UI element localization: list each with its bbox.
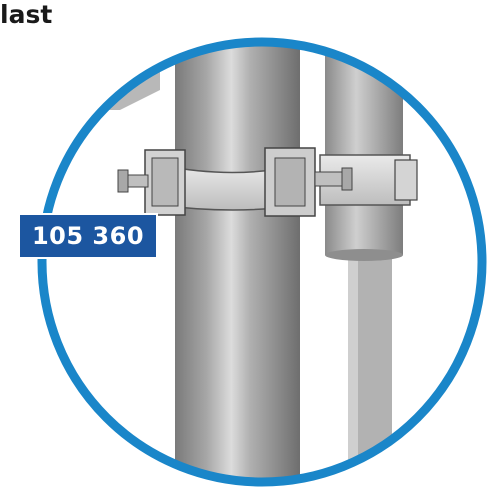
secondary-pipe [325,42,403,255]
article-number-badge: 105 360 [18,213,158,259]
wall-block [42,42,160,110]
page-title: last [0,0,53,29]
frame-ring [37,37,487,487]
main-pipe [175,42,300,482]
right-bracket [394,159,418,201]
